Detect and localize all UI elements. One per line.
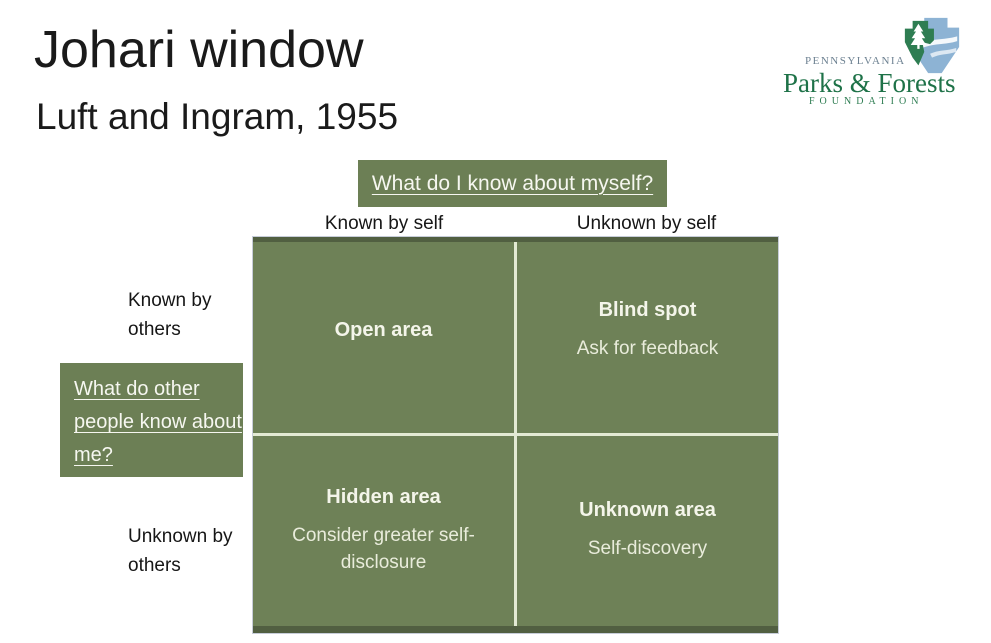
logo-text-foundation: FOUNDATION xyxy=(809,96,924,107)
logo-text-pennsylvania: PENNSYLVANIA xyxy=(805,55,906,67)
logo-text-parks-forests: Parks & Forests xyxy=(783,68,956,98)
side-question-box: What do other people know about me? xyxy=(60,363,243,477)
keystone-tree-icon xyxy=(904,17,960,74)
column-header-known-by-self: Known by self xyxy=(324,213,444,234)
side-question-text: What do other people know about me? xyxy=(74,378,242,466)
quadrant-subtitle: Ask for feedback xyxy=(576,337,719,359)
quadrant-title: Open area xyxy=(334,318,433,341)
johari-grid: Open area Blind spot Ask for feedback Hi… xyxy=(253,237,778,633)
quadrant-title: Blind spot xyxy=(598,298,697,321)
slide-subtitle: Luft and Ingram, 1955 xyxy=(36,96,399,137)
quadrant-title: Unknown area xyxy=(579,499,716,522)
top-question-box: What do I know about myself? xyxy=(358,160,667,207)
slide-title: Johari window xyxy=(34,21,364,79)
org-logo: PENNSYLVANIA Parks & Forests FOUNDATION xyxy=(783,12,973,107)
top-question-text: What do I know about myself? xyxy=(371,171,654,195)
quadrant-subtitle: Self-discovery xyxy=(587,538,708,560)
quadrant-unknown-area: Unknown area Self-discovery xyxy=(517,435,778,626)
quadrant-hidden-area: Hidden area Consider greater self-disclo… xyxy=(253,435,514,626)
row-header-unknown-by-others: Unknown by others xyxy=(128,526,233,576)
row-header-known-by-others: Known by others xyxy=(128,290,212,340)
column-header-unknown-by-self: Unknown by self xyxy=(576,213,717,234)
quadrant-title: Hidden area xyxy=(326,485,441,508)
quadrant-blind-spot: Blind spot Ask for feedback xyxy=(517,242,778,433)
quadrant-open-area: Open area xyxy=(253,242,514,433)
quadrant-subtitle: Consider greater self-disclosure xyxy=(292,524,475,573)
